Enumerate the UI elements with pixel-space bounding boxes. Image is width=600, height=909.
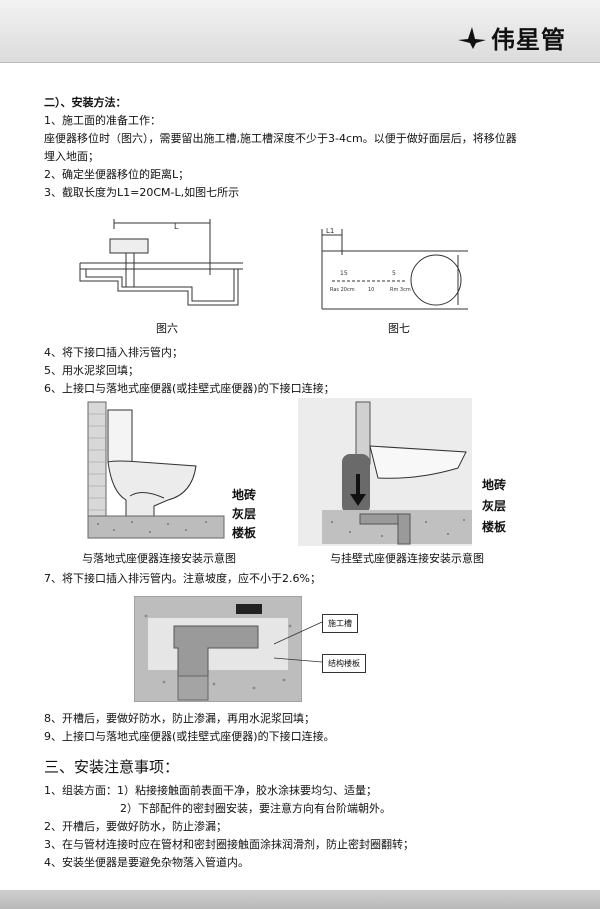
- page-footer: [0, 890, 600, 909]
- text-line: 2、确定坐便器移位的距离L；: [44, 168, 190, 181]
- text-line: 8、开槽后，要做好防水，防止渗漏，再用水泥浆回填；: [44, 712, 315, 725]
- figure-6-diagram: L: [79, 219, 243, 306]
- text-line: 5、用水泥浆回填；: [44, 364, 139, 377]
- wall-label-mortar: 灰层: [482, 499, 507, 513]
- label-trench: 施工槽: [322, 614, 358, 633]
- fig7-scale-bottom: Ras 20cm: [330, 287, 355, 293]
- brand-logo: 伟星管: [457, 20, 566, 55]
- wall-diagram-caption: 与挂壁式座便器连接安装示意图: [330, 552, 484, 565]
- text-line: 9、上接口与落地式座便器(或挂壁式座便器)的下接口连接。: [44, 730, 335, 743]
- fig6-caption: 图六: [156, 322, 178, 335]
- floor-label-mortar: 灰层: [232, 507, 257, 521]
- fig7-scale-top: 5: [392, 270, 396, 277]
- figure-7-diagram: L1 15 5 Ras 20cm 10 Rm 3cm: [321, 227, 468, 310]
- trench-section-diagram: [134, 596, 302, 702]
- star-logo-icon: [458, 26, 486, 49]
- section2-heading: 二）、安装方法：: [44, 96, 127, 109]
- wall-label-tile: 地砖: [482, 478, 507, 492]
- text-line: 4、安装坐便器是要避免杂物落入管道内。: [44, 856, 249, 869]
- text-line: 座便器移位时（图六），需要留出施工槽,施工槽深度不少于3-4cm。以便于做好面层…: [44, 132, 517, 145]
- floor-toilet-diagram: [87, 401, 225, 539]
- text-line: 3、在与管材连接时应在管材和密封圈接触面涂抹润滑剂，防止密封圈翻转；: [44, 838, 414, 851]
- leader-lines: [273, 621, 323, 663]
- floor-label-slab: 楼板: [232, 526, 257, 540]
- fig6-dim-label: L: [174, 222, 179, 231]
- fig7-scale-bottom: 10: [368, 287, 374, 293]
- text-line: 7、将下接口插入排污管内。注意坡度，应不小于2.6%；: [44, 572, 321, 585]
- text-line: 4、将下接口插入排污管内；: [44, 346, 183, 359]
- text-line: 6、上接口与落地式座便器(或挂壁式座便器)的下接口连接；: [44, 382, 335, 395]
- floor-label-tile: 地砖: [232, 488, 257, 502]
- section3-heading: 三、安装注意事项：: [44, 758, 180, 776]
- text-line: 2、开槽后，要做好防水，防止渗漏；: [44, 820, 227, 833]
- fig7-scale-top: 15: [340, 270, 348, 277]
- wall-label-slab: 楼板: [482, 520, 507, 534]
- text-line: 3、截取长度为L1=20CM-L,如图七所示: [44, 186, 240, 199]
- text-line: 1、施工面的准备工作：: [44, 114, 161, 127]
- wall-toilet-diagram: [298, 398, 472, 546]
- text-line: 1、组装方面：1）粘接接触面前表面干净，胶水涂抹要均匀、适量；: [44, 784, 377, 797]
- text-line: 2）下部配件的密封圈安装，要注意方向有台阶端朝外。: [120, 802, 391, 815]
- floor-diagram-caption: 与落地式座便器连接安装示意图: [82, 552, 236, 565]
- label-structural-slab: 结构楼板: [322, 654, 366, 673]
- fig7-scale-bottom: Rm 3cm: [390, 287, 411, 293]
- brand-name: 伟星管: [491, 26, 566, 54]
- fig7-caption: 图七: [388, 322, 410, 335]
- fig7-dim-label: L1: [326, 227, 334, 235]
- text-line: 埋入地面；: [44, 150, 99, 163]
- page-header: 伟星管: [0, 0, 600, 63]
